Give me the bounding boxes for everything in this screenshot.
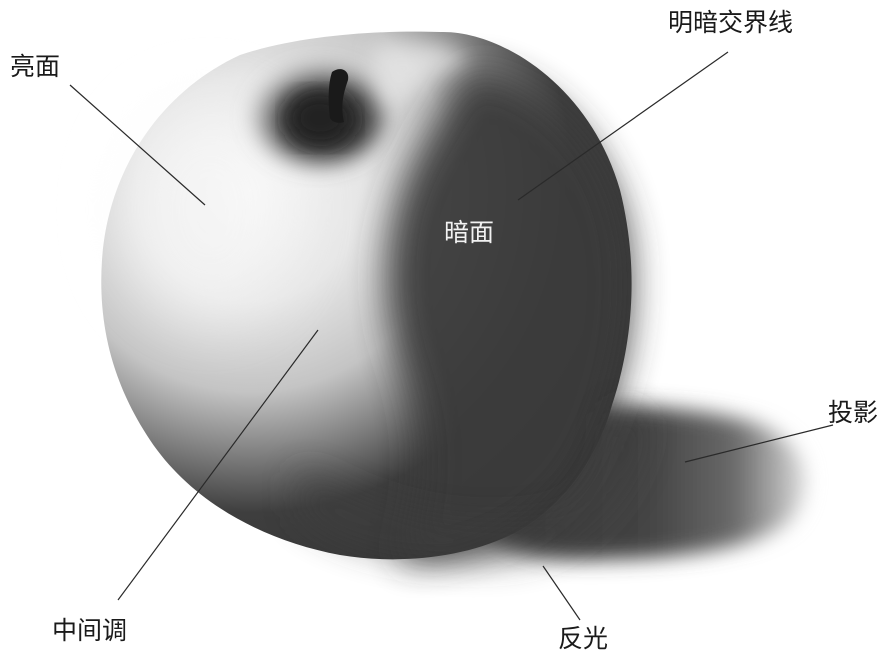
reflected-light-label: 反光 [558,624,609,653]
leader-line-terminator [517,51,729,201]
bright-side-label: 亮面 [10,52,61,81]
cast-shadow-label: 投影 [828,398,879,427]
leader-line-bright [69,84,206,206]
terminator-label: 明暗交界线 [668,8,794,37]
leader-line-reflected [542,565,581,621]
leader-line-midtone [117,329,319,601]
leader-lines [69,51,834,621]
leader-line-shadow [684,424,834,463]
apple-body [101,31,640,560]
dark-side-label: 暗面 [444,218,495,247]
midtone-label: 中间调 [52,616,128,645]
